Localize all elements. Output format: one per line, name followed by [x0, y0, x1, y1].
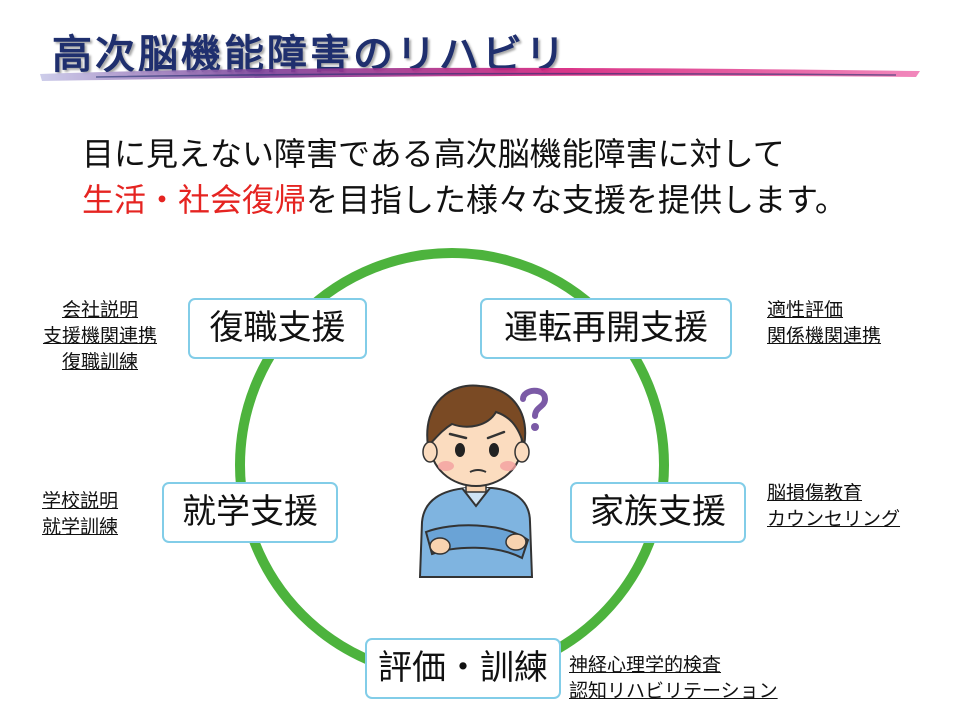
unten-notes: 適性評価 関係機関連携 [767, 297, 881, 349]
intro-line-1: 目に見えない障害である高次脳機能障害に対して [82, 135, 785, 173]
intro-line-2: 生活・社会復帰を目指した様々な支援を提供します。 [82, 177, 847, 223]
shugaku-note: 就学訓練 [42, 516, 119, 538]
hyoka-notes: 神経心理学的検査 認知リハビリテーション [569, 652, 778, 704]
shugaku-support-box: 就学支援 [162, 482, 338, 543]
thinking-person-icon [418, 384, 534, 578]
unten-support-label: 運転再開支援 [504, 308, 708, 348]
fukushoku-support-label: 復職支援 [209, 308, 346, 348]
fukushoku-note: 支援機関連携 [42, 325, 157, 347]
fukushoku-support-box: 復職支援 [188, 298, 367, 359]
unten-support-box: 運転再開支援 [480, 298, 732, 359]
hyoka-note: 認知リハビリテーション [569, 680, 778, 702]
unten-note: 適性評価 [767, 299, 844, 321]
hyoka-note: 神経心理学的検査 [569, 654, 722, 676]
question-mark-icon [520, 387, 549, 431]
fukushoku-notes: 会社説明 支援機関連携 復職訓練 [26, 297, 174, 375]
shugaku-notes: 学校説明 就学訓練 [42, 488, 118, 540]
kazoku-notes: 脳損傷教育 カウンセリング [767, 480, 900, 532]
intro-line-2-rest: を目指した様々な支援を提供します。 [306, 181, 847, 219]
shugaku-support-label: 就学支援 [182, 492, 318, 532]
kazoku-support-box: 家族支援 [570, 482, 746, 543]
kazoku-note: 脳損傷教育 [767, 482, 863, 504]
intro-highlight: 生活・社会復帰 [82, 181, 307, 219]
intro-text: 目に見えない障害である高次脳機能障害に対して 生活・社会復帰を目指した様々な支援… [82, 131, 847, 223]
hyoka-training-box: 評価・訓練 [365, 638, 561, 699]
hyoka-training-label: 評価・訓練 [378, 648, 548, 688]
fukushoku-note: 復職訓練 [61, 351, 138, 373]
kazoku-support-label: 家族支援 [590, 492, 726, 532]
shugaku-note: 学校説明 [42, 490, 119, 512]
title-brush-underline [40, 67, 920, 81]
unten-note: 関係機関連携 [767, 325, 882, 347]
kazoku-note: カウンセリング [767, 508, 901, 530]
fukushoku-note: 会社説明 [61, 299, 138, 321]
